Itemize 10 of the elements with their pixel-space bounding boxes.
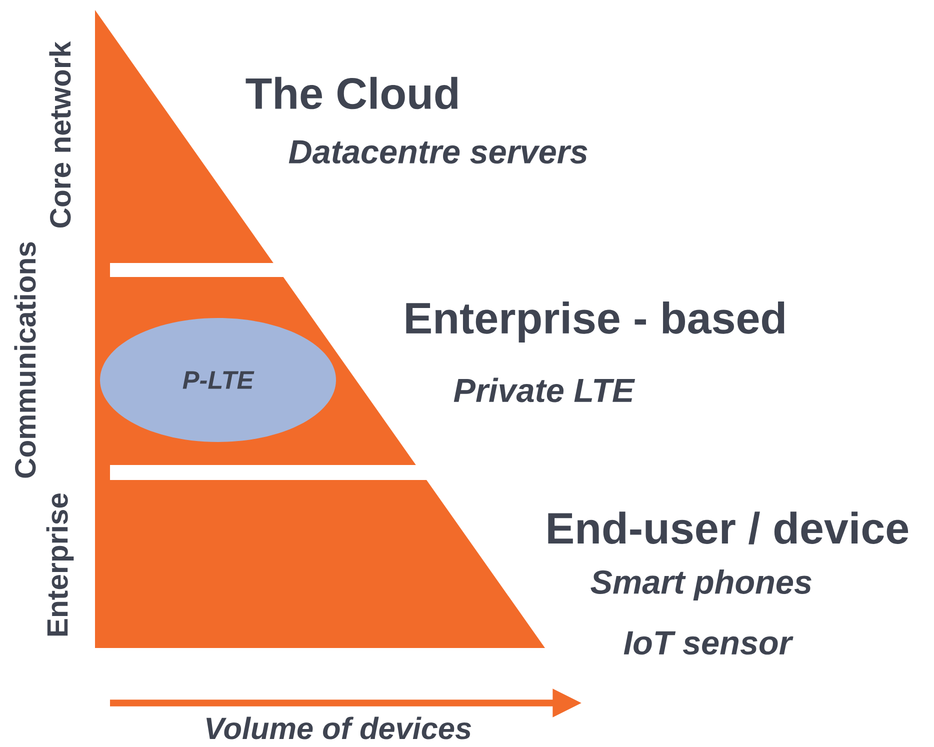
band-heading: End-user / device — [548, 512, 908, 544]
band-description: IoT sensor — [624, 631, 794, 655]
band-description: Private LTE — [454, 378, 636, 402]
band-description: Datacentre servers — [288, 140, 588, 164]
axis-label: Enterprise — [46, 493, 74, 636]
band-heading: Enterprise - based — [406, 302, 784, 343]
band-description: Smart phones — [590, 569, 812, 601]
band-heading: The Cloud — [246, 76, 458, 110]
axis-label: Communications — [14, 242, 36, 478]
axis-label: Volume of devices — [206, 716, 472, 740]
